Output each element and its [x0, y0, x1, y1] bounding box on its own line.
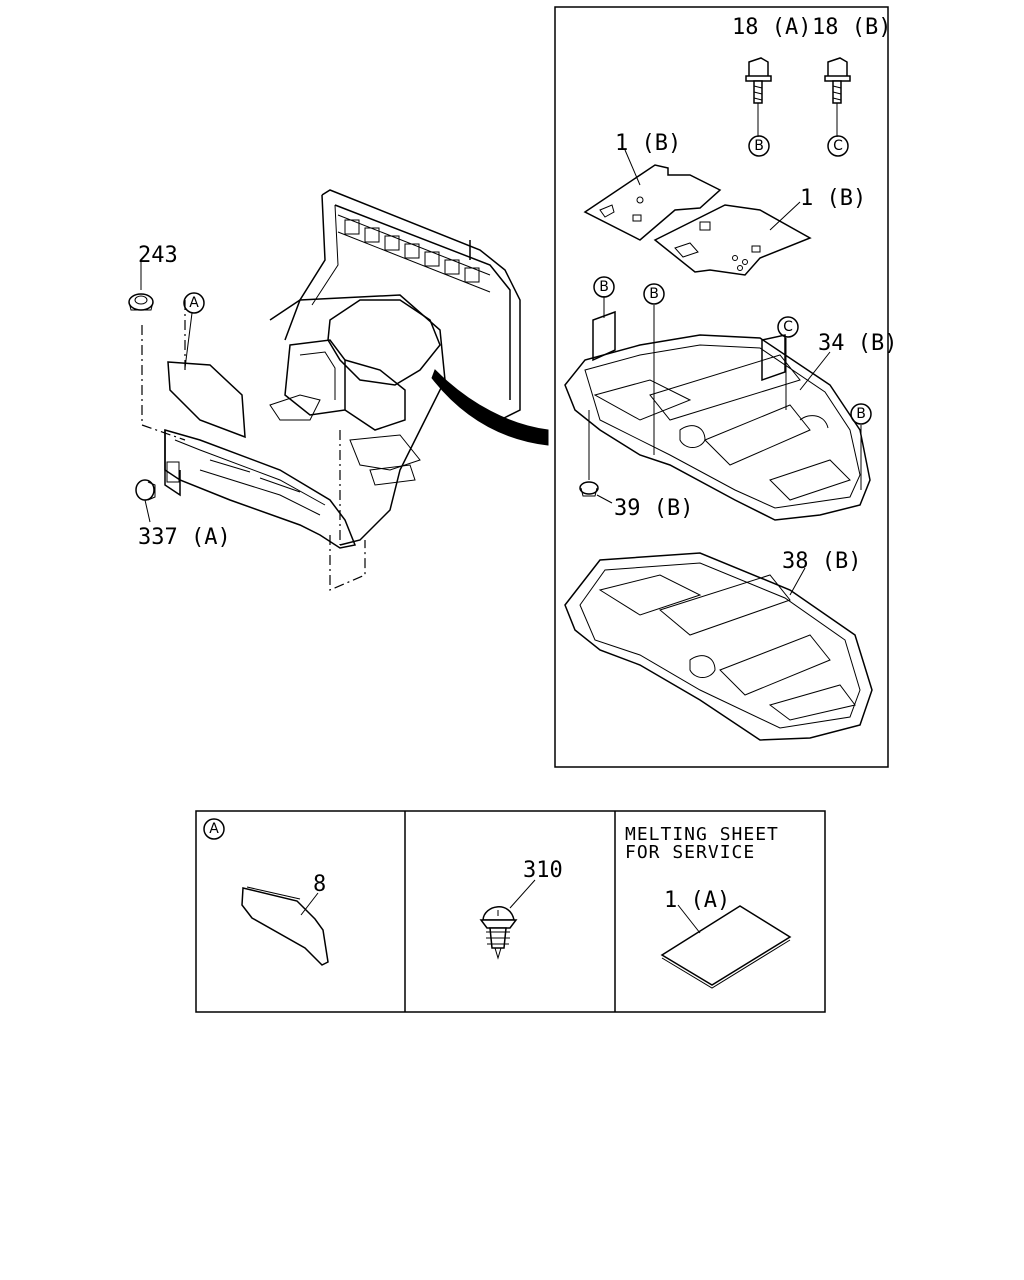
vehicle-floor-illustration: [141, 189, 549, 591]
ref-circle-b1: [593, 276, 615, 298]
callout-1a: 1 (A): [664, 888, 730, 913]
detail-box-b: [554, 6, 889, 768]
ref-circle-c-bolt: [827, 135, 849, 157]
ref-b3-letter: B: [856, 406, 866, 422]
ref-circle-b-bolt: [748, 135, 770, 157]
ref-b-bolt-letter: B: [754, 138, 764, 154]
screw-clip-310[interactable]: [479, 906, 518, 960]
callout-18b: 18 (B): [812, 15, 891, 40]
sheet-1b-right[interactable]: [653, 204, 812, 276]
ref-circle-b3: [850, 403, 872, 425]
bolt-18a[interactable]: [745, 57, 772, 104]
ref-b1-letter: B: [599, 279, 609, 295]
detail-connector-sweep: [431, 369, 549, 446]
callout-337a: 337 (A): [138, 525, 231, 550]
ref-c-mid-letter: C: [783, 319, 793, 335]
callout-38b: 38 (B): [782, 549, 861, 574]
ref-circle-b2: [643, 283, 665, 305]
callout-34b: 34 (B): [818, 331, 897, 356]
callout-243: 243: [138, 243, 178, 268]
ref-a-box-letter: A: [209, 821, 219, 837]
ref-a-main-letter: A: [189, 295, 199, 311]
supplementary-parts-table: [195, 810, 826, 1013]
callout-18a: 18 (A): [732, 15, 811, 40]
floor-mat-38b[interactable]: [564, 552, 873, 741]
grommet-337a[interactable]: [135, 479, 156, 501]
callout-310: 310: [523, 858, 563, 883]
service-box-line1: MELTING SHEET: [625, 824, 779, 845]
bulkhead-slots: [344, 219, 480, 283]
service-box-line2: FOR SERVICE: [625, 842, 755, 863]
callout-39b: 39 (B): [614, 496, 693, 521]
ref-circle-a-main: [183, 292, 205, 314]
carpet-piece-8[interactable]: [241, 886, 329, 966]
clip-39b[interactable]: [579, 481, 599, 497]
melting-sheet-1a[interactable]: [660, 905, 792, 989]
callout-8: 8: [313, 872, 326, 897]
ref-circle-a-box: [203, 818, 225, 840]
callout-1b-top: 1 (B): [615, 131, 681, 156]
carpet-part-8[interactable]: [167, 361, 246, 439]
floor-mat-34b[interactable]: [564, 334, 871, 521]
ref-b2-letter: B: [649, 286, 659, 302]
ref-c-bolt-letter: C: [833, 138, 843, 154]
clip-243[interactable]: [128, 293, 154, 311]
callout-1b-right: 1 (B): [800, 186, 866, 211]
bolt-18b[interactable]: [824, 57, 851, 104]
ref-circle-c-mid: [777, 316, 799, 338]
sheet-1b-left[interactable]: [583, 164, 722, 241]
